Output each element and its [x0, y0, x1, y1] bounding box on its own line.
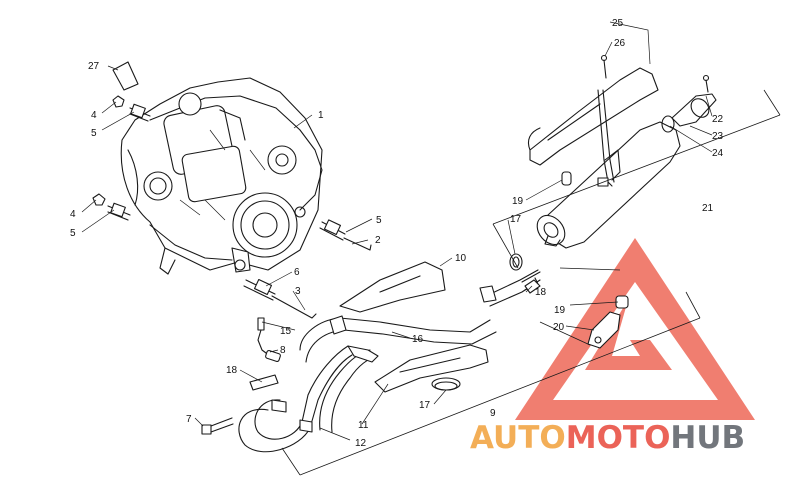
callout-8: 8: [280, 345, 286, 356]
muffler: [536, 121, 681, 249]
callout-2: 2: [375, 235, 381, 246]
callout-22: 22: [712, 114, 724, 125]
callout-16: 18: [226, 365, 238, 376]
callout-25: 25: [612, 18, 624, 29]
part-27-heat-shield: [112, 61, 139, 91]
watermark-text-hub: HUB: [670, 420, 745, 456]
callout-5-upper: 5: [91, 128, 97, 139]
callout-5-lower: 5: [70, 228, 76, 239]
leader-lines: [81, 21, 713, 441]
callout-14: 16: [412, 334, 424, 345]
header-pipes: [238, 315, 497, 453]
part-11-heat-shield: [374, 344, 489, 393]
callout-24: 24: [712, 148, 724, 159]
callout-10: 10: [455, 253, 467, 264]
part-17-gasket: [509, 253, 523, 271]
callout-23: 23: [712, 131, 724, 142]
part-8-sensor: [257, 317, 281, 362]
watermark-triangle-inner: [585, 300, 672, 370]
part-7-bolt: [201, 417, 234, 435]
watermark-wordmark: AUTOMOTOHUB: [470, 420, 745, 456]
callout-labels: 27 4 5 4 5 1 5 2 6 3 15 8 18 7 10 16 11 …: [70, 18, 724, 449]
part-26-screw: [603, 59, 607, 79]
watermark-text-moto: MOTO: [566, 420, 671, 456]
callout-5-right: 5: [376, 215, 382, 226]
part-18-nipple: [524, 279, 541, 294]
spark-arrestor: [661, 74, 717, 133]
studs-right-upper: [319, 219, 372, 251]
callout-4-upper: 4: [91, 110, 97, 121]
studs-right-lower: [243, 278, 317, 319]
callout-9: 9: [490, 408, 496, 419]
callout-4-lower: 4: [70, 209, 76, 220]
studs-left-lower: [92, 193, 131, 221]
callout-6: 6: [294, 267, 300, 278]
callout-7: 7: [186, 414, 192, 425]
callout-19-lower: 19: [554, 305, 566, 316]
callout-19-upper: 19: [512, 196, 524, 207]
callout-13: 15: [280, 326, 292, 337]
part-16-flange: [249, 374, 279, 391]
watermark-triangle-outer: [515, 238, 755, 420]
callout-3: 3: [295, 286, 301, 297]
callout-11: 11: [358, 420, 369, 431]
callout-17: 17: [510, 214, 522, 225]
part-19-grommet-upper: [561, 171, 572, 186]
watermark-text-auto: AUTO: [470, 420, 566, 456]
svg-text:AUTOMOTOHUB: AUTOMOTOHUB: [470, 420, 745, 456]
callout-26: 26: [614, 38, 626, 49]
callout-1: 1: [318, 110, 324, 121]
part-15-clamp: [431, 377, 461, 391]
watermark-logo: [515, 238, 755, 420]
part-25-heat-shield: [529, 67, 659, 166]
assembly-bracket-9: [281, 291, 701, 476]
engine-assembly: [120, 77, 323, 275]
callout-27: 27: [88, 61, 100, 72]
callout-20: 20: [553, 322, 565, 333]
assembly-bracket-21: [492, 89, 781, 271]
callout-18: 18: [535, 287, 547, 298]
callout-12: 12: [355, 438, 367, 449]
callout-15: 17: [419, 400, 431, 411]
callout-21: 21: [702, 203, 714, 214]
studs-left-upper: [112, 95, 151, 122]
